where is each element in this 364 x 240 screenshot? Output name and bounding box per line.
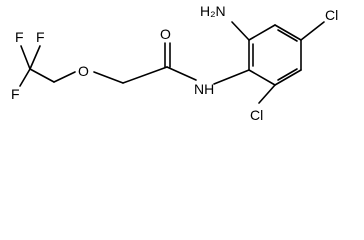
atom-chlorine-ring-right: Cl: [325, 7, 338, 23]
atom-f-bottom: F: [11, 86, 20, 102]
ring-bond-6: [248, 69, 276, 86]
bond-ch2-carbonyl: [122, 66, 168, 84]
cf3-group: [19, 45, 55, 87]
atom-f-top-right: F: [36, 29, 45, 45]
bond-nh-ring: [213, 69, 250, 85]
bond-o-ch2: [93, 71, 124, 84]
bond-ch2-o: [53, 71, 76, 83]
atom-chlorine-ring-bottom: Cl: [250, 107, 263, 123]
bond-c-f-top-right: [29, 45, 41, 70]
ether-chain: [53, 66, 168, 84]
ring-double-3: [277, 68, 298, 81]
ring-bond-3: [274, 24, 302, 41]
bond-ring-cl-bottom: [258, 84, 276, 104]
bond-cf3-ch2: [29, 68, 55, 83]
bond-carbonyl-nh: [166, 66, 197, 81]
atom-oxygen-carbonyl: O: [160, 26, 171, 42]
bond-ring-nh2: [231, 21, 250, 41]
bond-c-f-bottom: [19, 68, 31, 87]
atom-oxygen-ether: O: [78, 63, 89, 79]
benzene-ring: [248, 24, 302, 86]
bond-ring-cl-right: [300, 21, 325, 41]
atom-amide-nh: NH: [194, 81, 214, 97]
bond-c-f-top-left: [20, 45, 31, 70]
ring-double-2: [277, 29, 298, 42]
carbonyl-double-bond: [164, 42, 171, 68]
molecule-structure: F F F O O NH H₂N Cl Cl: [11, 3, 338, 123]
atom-f-top-left: F: [15, 29, 24, 45]
atom-amine-nh2: H₂N: [200, 3, 226, 19]
ring-bond-5: [274, 69, 302, 86]
ring-bond-2: [248, 24, 276, 41]
